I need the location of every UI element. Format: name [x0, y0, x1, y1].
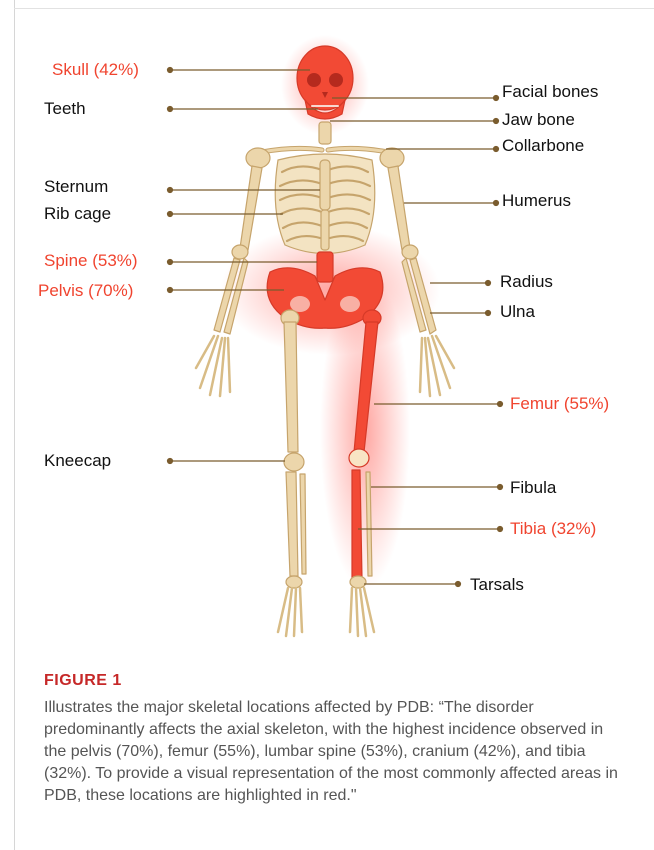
label-teeth: Teeth: [44, 99, 86, 118]
label-pelvis: Pelvis (70%): [38, 281, 133, 300]
label-tibia: Tibia (32%): [510, 519, 596, 538]
label-jaw-bone: Jaw bone: [502, 110, 575, 129]
skeleton-figure: Skull (42%) Teeth Sternum Rib cage Spine…: [0, 0, 654, 650]
label-humerus: Humerus: [502, 191, 571, 210]
figure-caption-text: Illustrates the major skeletal locations…: [44, 697, 619, 807]
label-skull: Skull (42%): [52, 60, 139, 79]
label-collarbone: Collarbone: [502, 136, 584, 155]
label-fibula: Fibula: [510, 478, 557, 497]
label-facial-bones: Facial bones: [502, 82, 598, 101]
label-kneecap: Kneecap: [44, 451, 111, 470]
label-spine: Spine (53%): [44, 251, 138, 270]
label-sternum: Sternum: [44, 177, 108, 196]
figure-caption-heading: FIGURE 1: [44, 672, 122, 690]
label-radius: Radius: [500, 272, 553, 291]
label-rib-cage: Rib cage: [44, 204, 111, 223]
label-tarsals: Tarsals: [470, 575, 524, 594]
label-femur: Femur (55%): [510, 394, 609, 413]
label-ulna: Ulna: [500, 302, 536, 321]
